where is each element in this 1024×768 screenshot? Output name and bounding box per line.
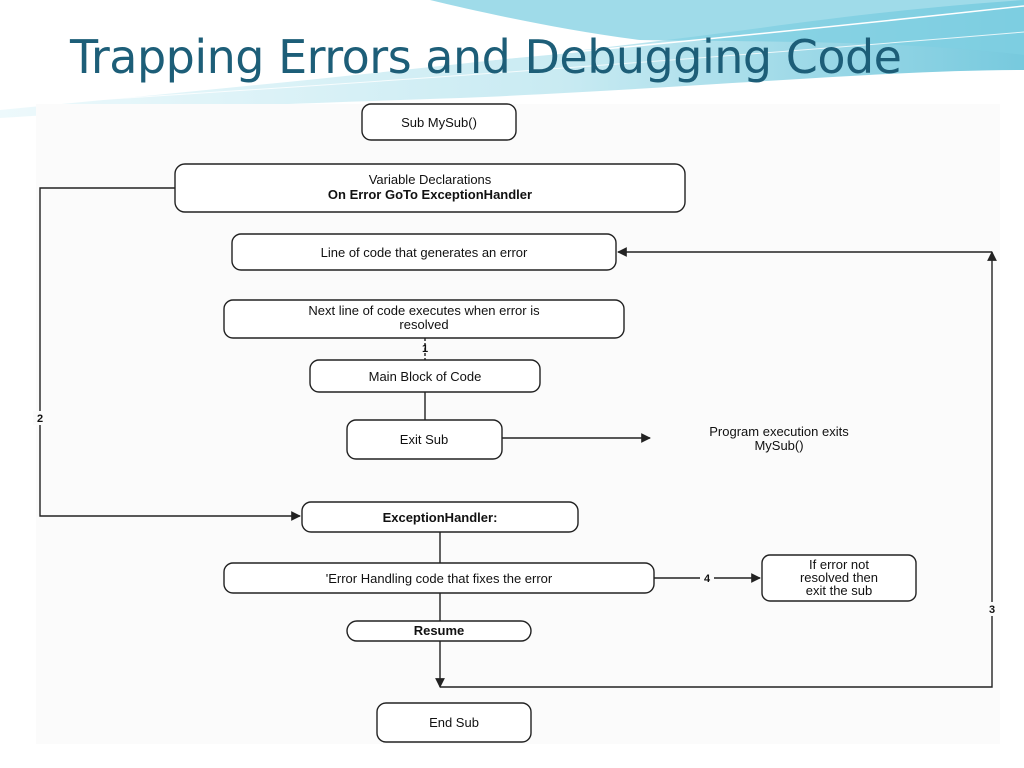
slide-title: Trapping Errors and Debugging Code <box>70 30 902 84</box>
node-not-resolved-line-2: resolved then <box>800 570 878 585</box>
node-error-line: Line of code that generates an error <box>231 233 617 271</box>
node-end-sub-label: End Sub <box>429 715 479 730</box>
step-label-4: 4 <box>704 573 711 585</box>
node-exit-sub-label: Exit Sub <box>400 432 448 447</box>
header-swoosh-top <box>430 0 1024 55</box>
step-label-1: 1 <box>422 343 428 355</box>
node-declarations-line-2: On Error GoTo ExceptionHandler <box>328 187 532 202</box>
node-next-line-line-2: resolved <box>399 317 448 332</box>
node-end-sub: End Sub <box>376 702 532 743</box>
connector-path-2 <box>39 187 301 521</box>
header-swoosh-line <box>0 5 1024 101</box>
connector-path-3 <box>440 251 997 688</box>
exit-note-line-1: Program execution exits <box>709 424 849 439</box>
node-not-resolved-line-1: If error not <box>809 557 869 572</box>
node-resume-label: Resume <box>414 623 465 638</box>
node-main-block: Main Block of Code <box>309 359 541 393</box>
node-error-handling: 'Error Handling code that fixes the erro… <box>223 562 655 594</box>
node-not-resolved-line-3: exit the sub <box>806 583 873 598</box>
node-sub-start-label: Sub MySub() <box>401 115 477 130</box>
node-error-line-label: Line of code that generates an error <box>321 245 528 260</box>
node-declarations: Variable Declarations On Error GoTo Exce… <box>174 163 686 213</box>
step-label-3: 3 <box>989 604 995 616</box>
node-declarations-line-1: Variable Declarations <box>369 172 492 187</box>
node-not-resolved: If error not resolved then exit the sub <box>761 554 917 602</box>
exit-note-line-2: MySub() <box>754 438 803 453</box>
node-exception-handler-label: ExceptionHandler: <box>383 510 498 525</box>
node-resume: Resume <box>346 620 532 642</box>
node-next-line-line-1: Next line of code executes when error is <box>308 303 540 318</box>
node-sub-start: Sub MySub() <box>361 103 517 141</box>
step-label-2: 2 <box>37 413 43 425</box>
header-swoosh-line <box>0 31 1024 107</box>
node-main-block-label: Main Block of Code <box>369 369 482 384</box>
connectors <box>39 187 997 688</box>
node-exception-handler: ExceptionHandler: <box>301 501 579 533</box>
node-next-line: Next line of code executes when error is… <box>223 299 625 339</box>
node-exit-sub: Exit Sub <box>346 419 503 460</box>
node-error-handling-label: 'Error Handling code that fixes the erro… <box>326 571 553 586</box>
